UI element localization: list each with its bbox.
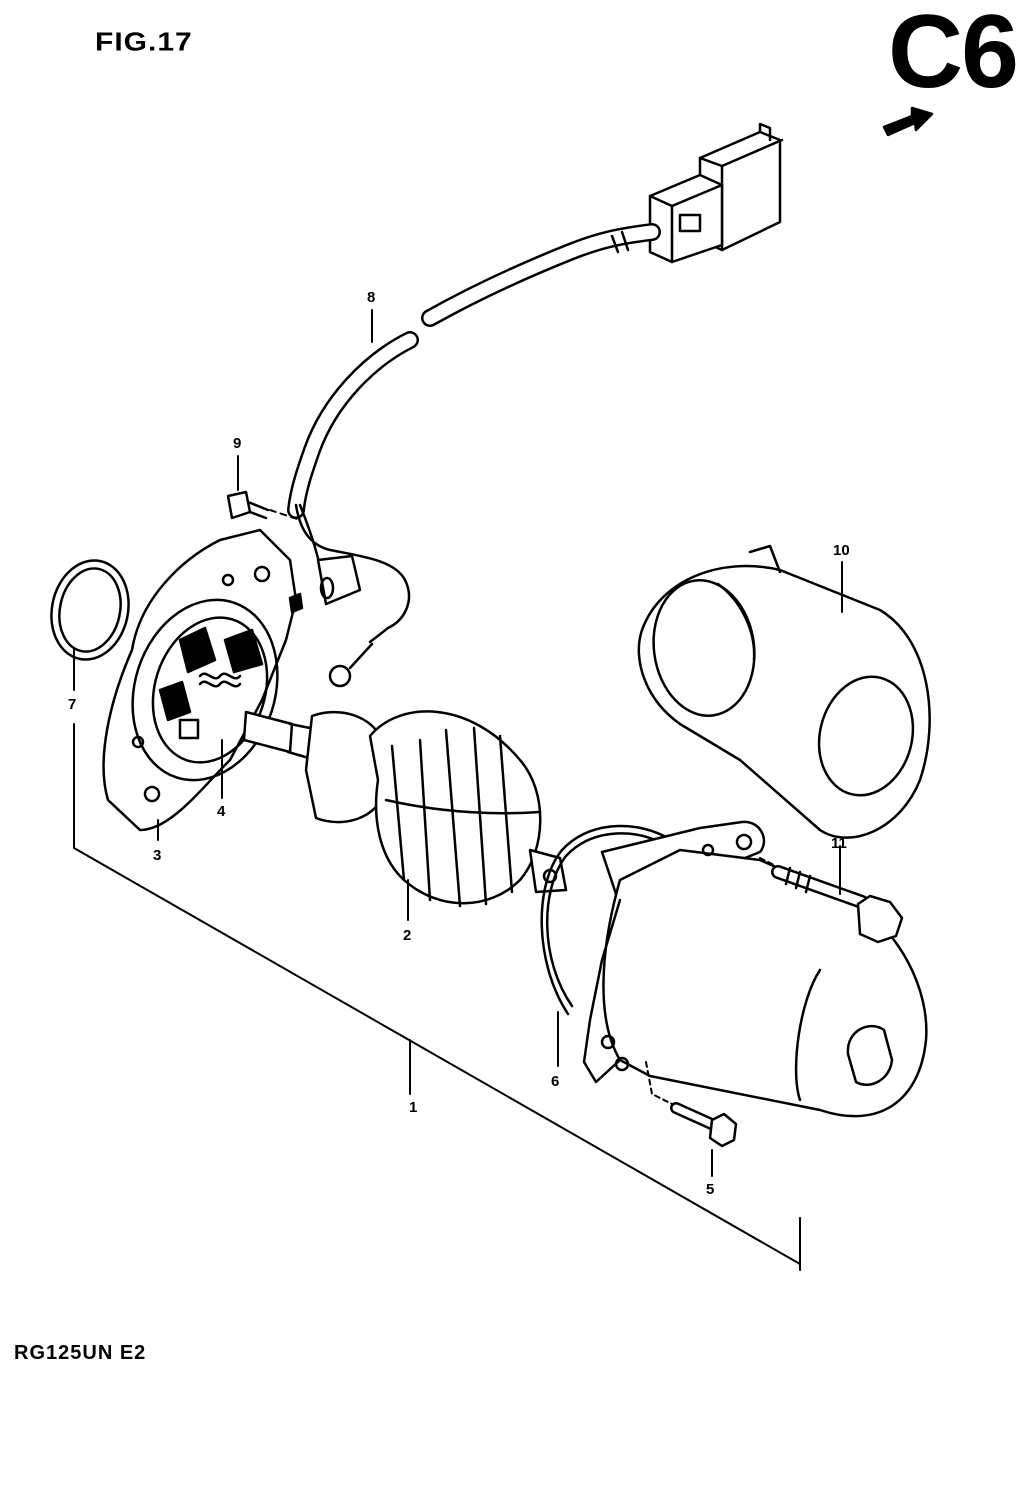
callout-10: 10 — [833, 542, 850, 559]
wire-connector — [648, 122, 784, 264]
screw-5 — [645, 1061, 738, 1148]
o-ring-7 — [50, 559, 130, 661]
leader-lines — [73, 309, 843, 1271]
starter-housing — [582, 820, 928, 1118]
callout-2: 2 — [403, 927, 411, 944]
section-code: C6 — [888, 0, 1019, 110]
callout-4: 4 — [217, 803, 226, 820]
o-ring-6 — [540, 824, 666, 1016]
callout-6: 6 — [551, 1073, 559, 1090]
screw-9 — [226, 490, 301, 521]
cover-10 — [637, 544, 931, 839]
figure-label: FIG.17 — [95, 28, 193, 57]
brush-spring-4 — [198, 672, 242, 688]
wire-harness — [287, 223, 661, 688]
model-code: RG125UN E2 — [14, 1342, 147, 1364]
front-arrow-icon — [882, 106, 934, 137]
callout-1: 1 — [409, 1099, 417, 1116]
callout-5: 5 — [706, 1181, 714, 1198]
callout-labels: 1 2 3 4 5 6 7 8 9 10 11 — [68, 289, 850, 1198]
callout-11: 11 — [831, 835, 847, 852]
brush-holder-3 — [102, 528, 304, 832]
callout-7: 7 — [68, 696, 76, 713]
callout-8: 8 — [367, 289, 375, 306]
callout-9: 9 — [233, 435, 241, 452]
armature-2 — [242, 710, 568, 908]
callout-3: 3 — [153, 847, 161, 864]
bolt-11 — [759, 857, 904, 944]
